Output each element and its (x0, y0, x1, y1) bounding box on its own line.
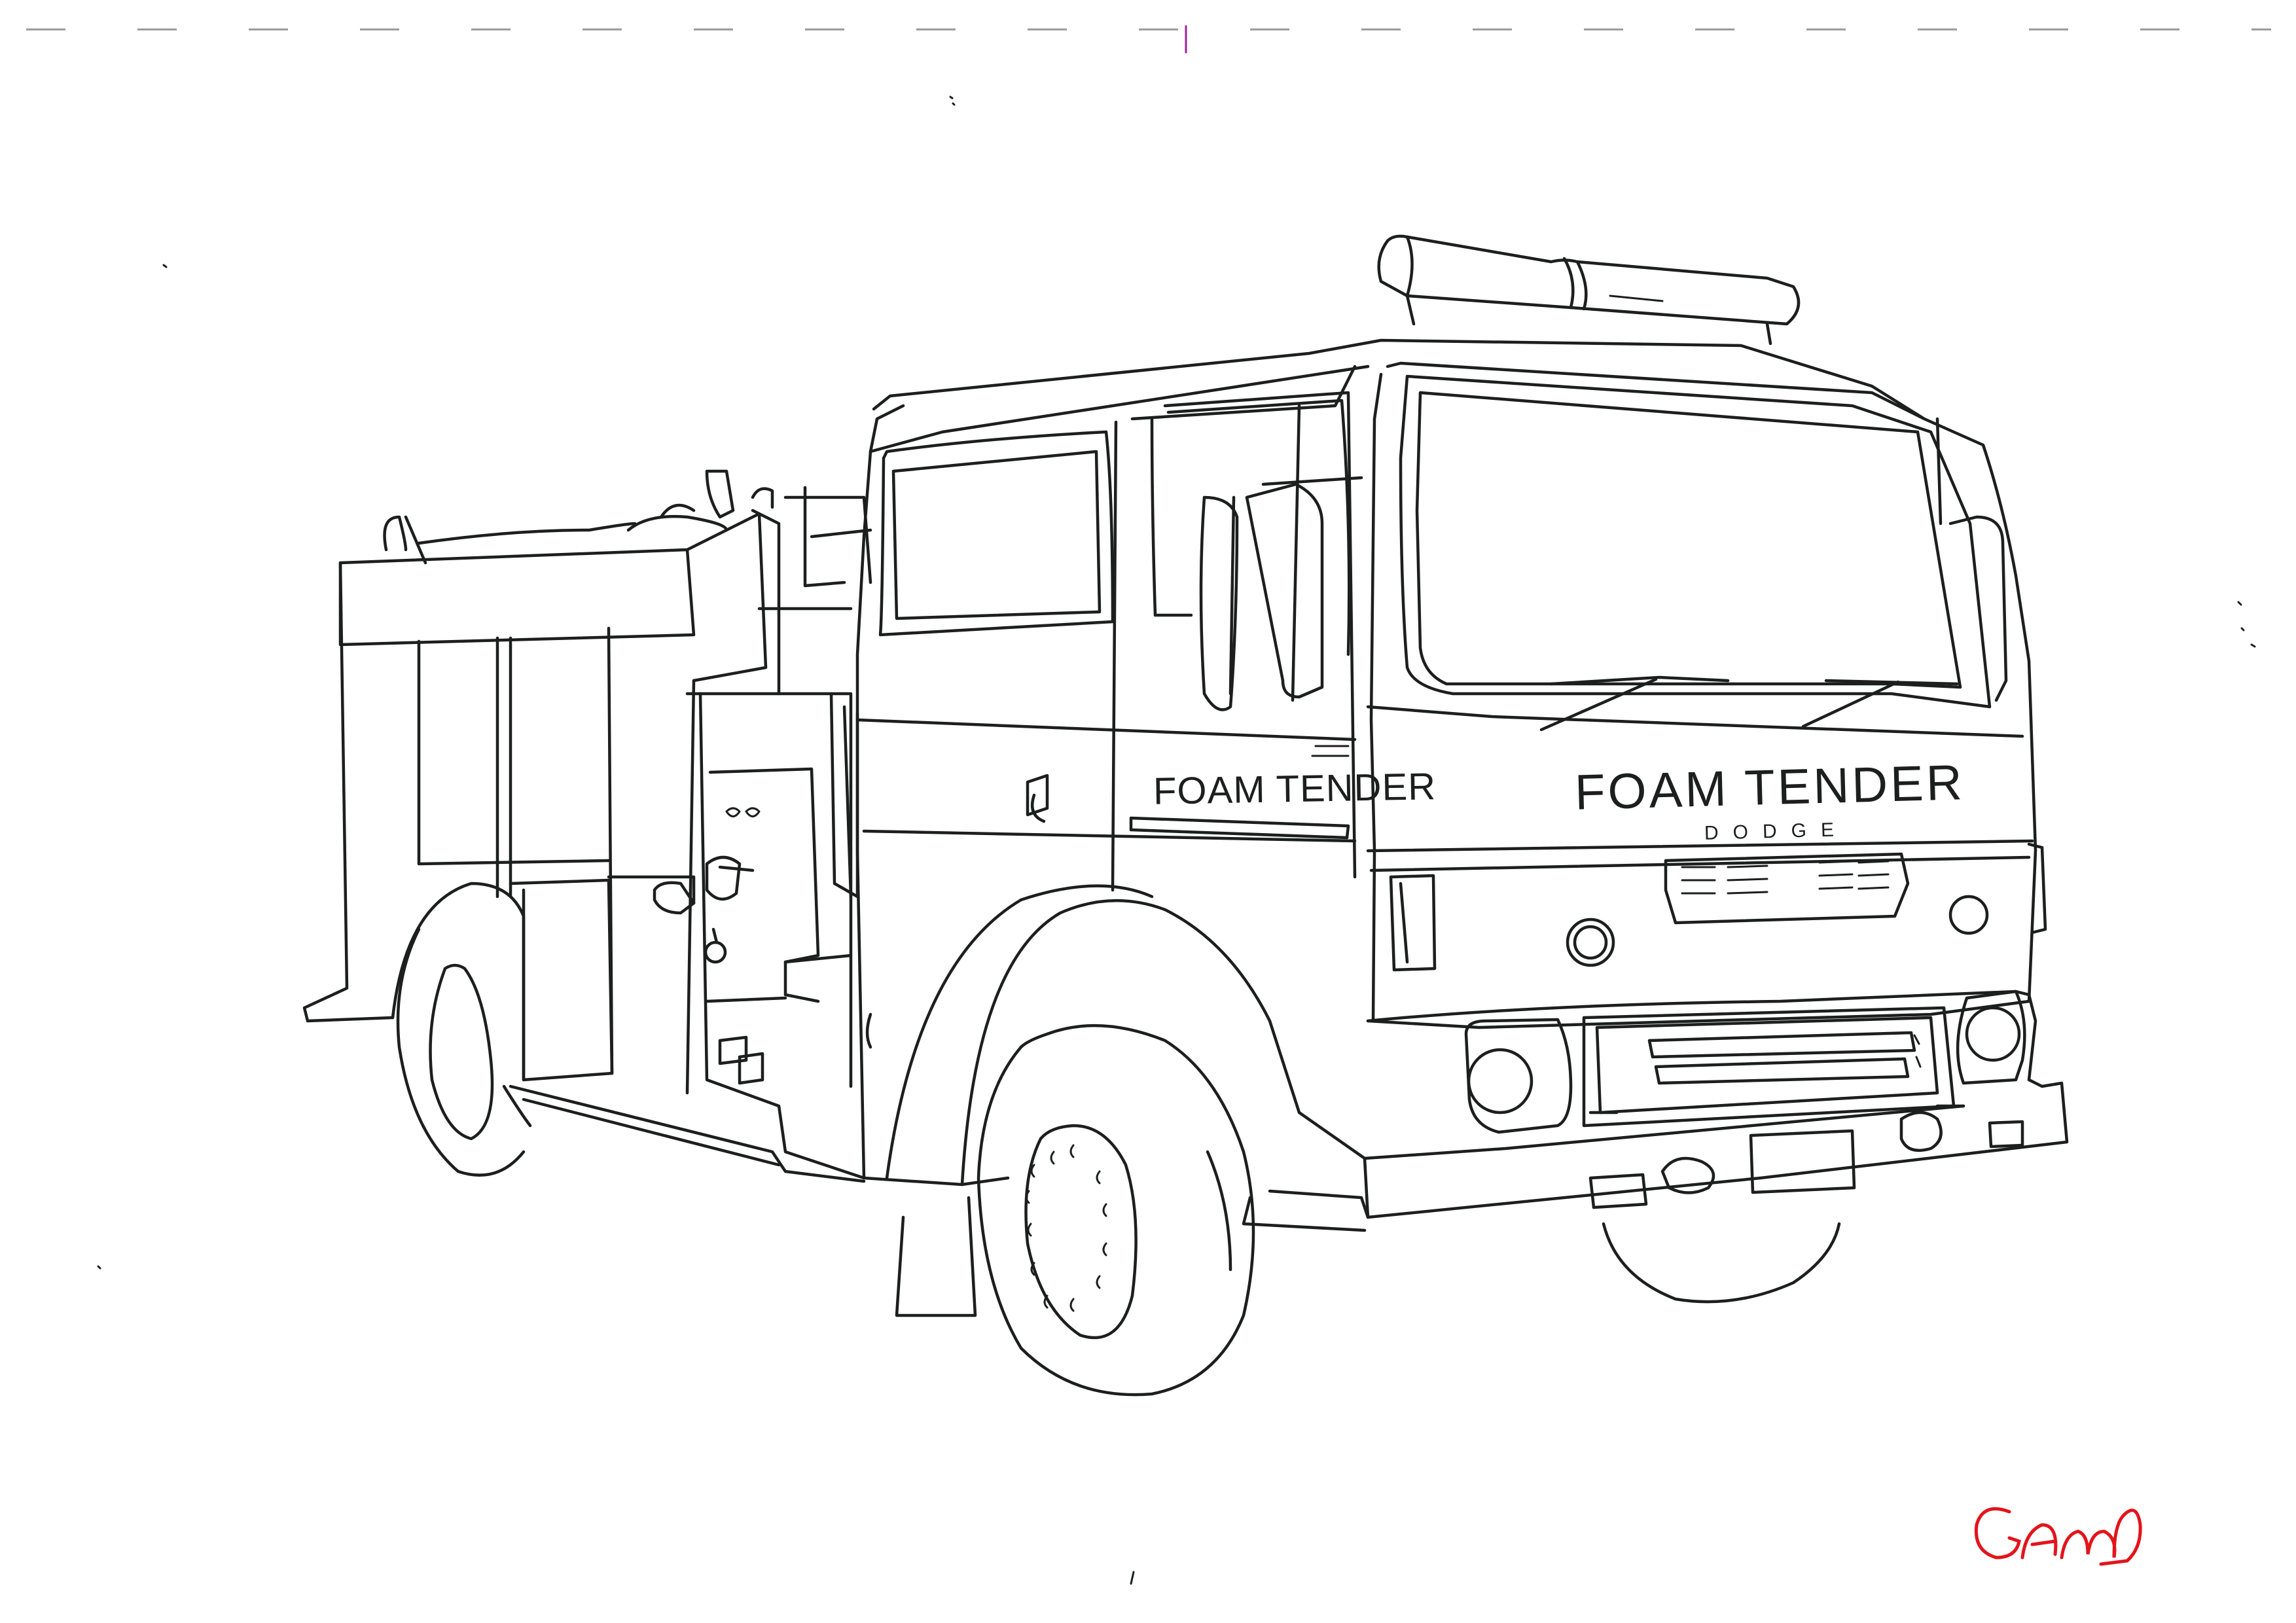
chassis-rail (509, 1084, 1370, 1232)
rear-body (302, 486, 872, 1180)
front-bumper (1363, 990, 2069, 1219)
paper-marks (97, 25, 2256, 1585)
door-lettering: FOAM TENDER (1153, 765, 1437, 813)
roof-light-bar (1377, 234, 1801, 346)
cab-front-lettering: FOAM TENDER (1573, 755, 1965, 821)
front-left-wheel (862, 884, 1367, 1397)
front-right-wheel (1602, 1222, 1841, 1304)
rear-top-cargo (383, 469, 774, 565)
artist-signature (1974, 1507, 2142, 1566)
pump-fittings (653, 807, 872, 1085)
right-mirror (1935, 417, 2008, 702)
cab-roof (869, 338, 1926, 454)
cab-front-grille (1389, 842, 2047, 972)
grille-badge: DODGE (1704, 819, 1849, 844)
side-mirror (1199, 404, 1363, 757)
rear-wheel (391, 882, 532, 1177)
cab-front (1366, 361, 2037, 1029)
